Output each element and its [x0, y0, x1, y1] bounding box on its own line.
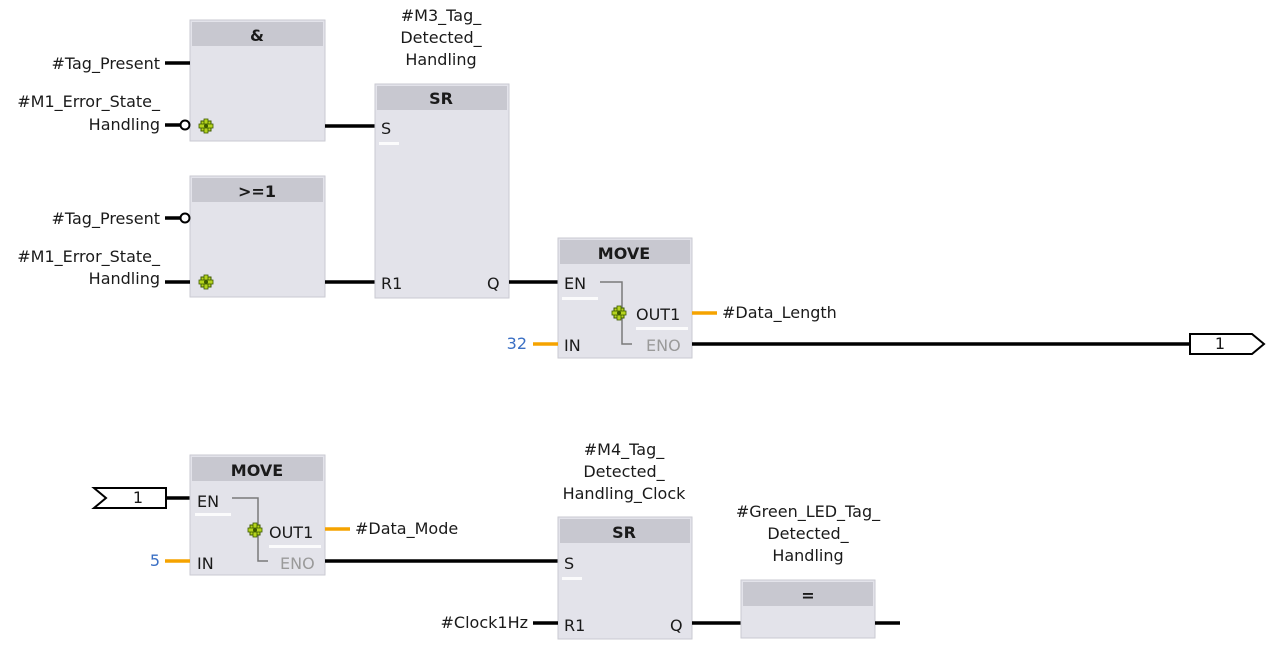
- sr1-operand-line1[interactable]: #M3_Tag_: [401, 6, 482, 26]
- or-input2-operand-line1[interactable]: #M1_Error_State_: [17, 247, 161, 267]
- move2-out1-status-icon: [247, 522, 263, 538]
- move1-pin-in: IN: [564, 336, 581, 355]
- and-block-title: &: [250, 26, 264, 45]
- and-input1-operand[interactable]: #Tag_Present: [51, 54, 160, 74]
- sr1-pin-s-underline: [379, 142, 399, 145]
- sr2-block[interactable]: SR S R1 Q: [557, 516, 693, 640]
- or-input1-operand[interactable]: #Tag_Present: [51, 209, 160, 229]
- or-block-input-status-icon: [198, 274, 214, 290]
- or-block-title: >=1: [238, 182, 276, 201]
- move1-pin-en-underline: [562, 297, 598, 300]
- sr2-pin-s-underline: [562, 577, 582, 580]
- move2-pin-en: EN: [197, 492, 219, 511]
- or-input2-operand-line2[interactable]: Handling: [89, 269, 160, 288]
- coil-block[interactable]: =: [740, 579, 876, 639]
- move2-block[interactable]: MOVE EN OUT1 IN ENO: [189, 454, 326, 576]
- move1-out1-status-icon: [611, 305, 627, 321]
- connector-in-1[interactable]: 1: [91, 487, 167, 509]
- or-input1-negation[interactable]: [179, 212, 191, 224]
- move1-pin-eno: ENO: [646, 336, 681, 355]
- sr1-operand-line2[interactable]: Detected_: [400, 28, 482, 48]
- sr1-pin-r1: R1: [381, 274, 402, 293]
- sr1-operand-line3[interactable]: Handling: [405, 50, 476, 69]
- move1-out1-operand[interactable]: #Data_Length: [722, 303, 837, 323]
- sr1-block-title: SR: [429, 89, 453, 108]
- coil-operand-line2[interactable]: Detected_: [767, 524, 849, 544]
- move2-pin-eno: ENO: [280, 554, 315, 573]
- move2-block-title: MOVE: [231, 461, 283, 480]
- move2-in-constant[interactable]: 5: [150, 551, 160, 570]
- sr2-operand-line1[interactable]: #M4_Tag_: [584, 440, 665, 460]
- and-input2-negation[interactable]: [179, 119, 191, 131]
- coil-operand-line1[interactable]: #Green_LED_Tag_: [736, 502, 881, 522]
- move1-block-title: MOVE: [598, 244, 650, 263]
- coil-operand-line3[interactable]: Handling: [772, 546, 843, 565]
- sr2-pin-s: S: [564, 554, 574, 573]
- move2-pin-out1: OUT1: [269, 523, 313, 542]
- move2-pin-out1-underline: [269, 545, 321, 548]
- sr2-r1-operand[interactable]: #Clock1Hz: [441, 613, 528, 632]
- sr2-pin-q: Q: [670, 616, 683, 635]
- sr1-block[interactable]: SR S R1 Q: [374, 83, 510, 299]
- move1-in-constant[interactable]: 32: [507, 334, 527, 353]
- move1-pin-en: EN: [564, 274, 586, 293]
- sr2-operand-line3[interactable]: Handling_Clock: [563, 484, 687, 504]
- move2-out1-operand[interactable]: #Data_Mode: [355, 519, 458, 539]
- or-block[interactable]: >=1: [189, 175, 326, 298]
- connector-out-1-label: 1: [1215, 334, 1225, 353]
- sr1-pin-q: Q: [487, 274, 500, 293]
- move1-pin-out1: OUT1: [636, 305, 680, 324]
- sr2-operand-line2[interactable]: Detected_: [583, 462, 665, 482]
- move1-block[interactable]: MOVE EN OUT1 IN ENO: [557, 237, 693, 359]
- sr2-pin-r1: R1: [564, 616, 585, 635]
- connector-in-1-label: 1: [133, 488, 143, 507]
- sr2-block-title: SR: [612, 523, 636, 542]
- and-block-negation-input-status-icon: [198, 118, 214, 134]
- move2-pin-in: IN: [197, 554, 214, 573]
- connector-out-1[interactable]: 1: [1189, 333, 1266, 355]
- coil-block-title: =: [801, 586, 814, 605]
- move1-pin-out1-underline: [636, 327, 688, 330]
- sr1-pin-s: S: [381, 119, 391, 138]
- and-input2-operand-line2[interactable]: Handling: [89, 115, 160, 134]
- and-input2-operand-line1[interactable]: #M1_Error_State_: [17, 92, 161, 112]
- move2-pin-en-underline: [195, 513, 231, 516]
- and-block[interactable]: &: [189, 19, 326, 142]
